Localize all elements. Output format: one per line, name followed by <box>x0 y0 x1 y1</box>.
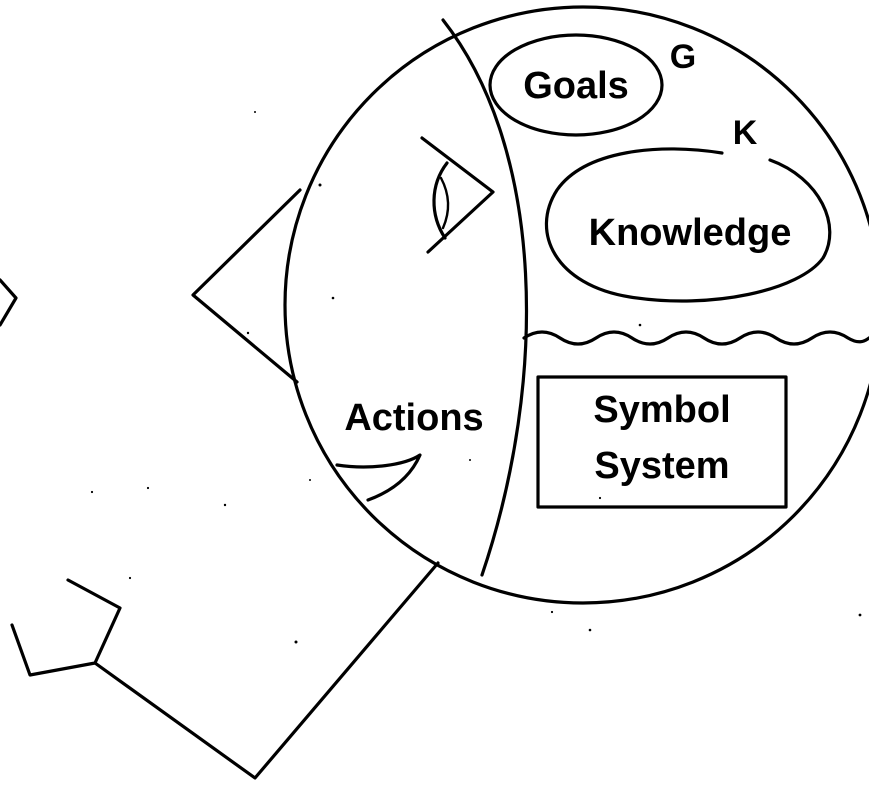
head-circle <box>283 5 869 605</box>
goals-ellipse <box>488 33 664 137</box>
goals-letter-label: G <box>670 38 696 76</box>
nose-shape <box>191 188 302 384</box>
system-label: System <box>594 445 729 487</box>
face-divider <box>441 18 529 577</box>
eye-icon <box>420 136 495 254</box>
scan-specks <box>90 111 862 644</box>
wavy-separator <box>522 330 869 346</box>
actions-label: Actions <box>344 397 483 439</box>
mouth-shape <box>335 453 422 502</box>
neck-line <box>93 561 440 780</box>
knowledge-letter-label: K <box>733 114 758 152</box>
left-edge-shape <box>0 278 18 327</box>
knowledge-ellipse <box>544 147 832 303</box>
symbol-label: Symbol <box>593 389 730 431</box>
hand-shape <box>10 578 122 677</box>
symbol-system-box <box>536 375 788 509</box>
goals-label: Goals <box>523 65 629 107</box>
knowledge-label: Knowledge <box>589 212 792 254</box>
